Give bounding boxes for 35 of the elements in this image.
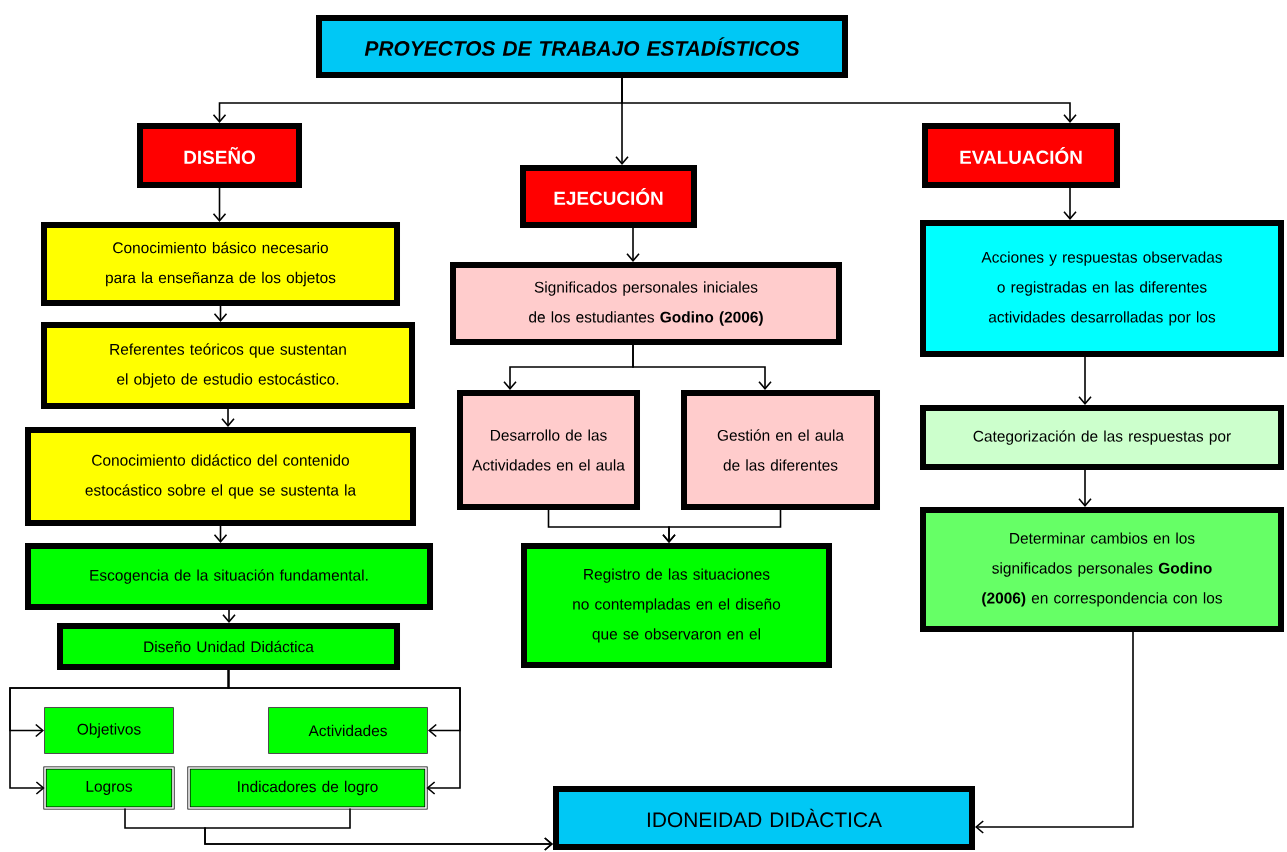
process-box: Referentes teóricos que sustentan el objeto de estudio estocástico. bbox=[41, 322, 415, 409]
arrow bbox=[213, 305, 228, 322]
arrow bbox=[204, 807, 553, 851]
arrow bbox=[1078, 356, 1092, 405]
process-box: Categorización de las respuestas por bbox=[920, 405, 1284, 470]
process-box: Acciones y respuestas observadas o registradas en las diferentes actividades desarrolladas por los bbox=[920, 220, 1284, 357]
arrow bbox=[975, 631, 1134, 834]
process-box: Actividades bbox=[268, 707, 428, 754]
process-box: Diseño Unidad Didáctica bbox=[57, 623, 400, 670]
arrow bbox=[1063, 187, 1077, 220]
process-box: Desarrollo de las Actividades en el aula bbox=[457, 390, 640, 510]
process-box: Determinar cambios en los significados personales Godino (2006) en correspondencia con los bbox=[920, 507, 1284, 632]
arrow bbox=[1078, 469, 1092, 507]
process-box: Logros bbox=[43, 766, 175, 810]
process-box: Gestión en el aula de las diferentes bbox=[681, 390, 880, 510]
process-box: Registro de las situaciones no contempladas en el diseño que se observaron en el bbox=[521, 543, 832, 668]
arrow bbox=[621, 77, 1077, 123]
process-box: Escogencia de la situación fundamental. bbox=[25, 543, 433, 610]
process-box: Significados personales iniciales de los estudiantes Godino (2006) bbox=[450, 262, 842, 345]
arrow bbox=[632, 344, 772, 390]
heading-box: EJECUCIÓN bbox=[520, 165, 697, 228]
process-box: Objetivos bbox=[44, 707, 174, 754]
process-box: Conocimiento básico necesario para la enseñanza de los objetos bbox=[41, 222, 400, 306]
arrow bbox=[212, 187, 227, 222]
process-box: Indicadores de logro bbox=[187, 766, 428, 810]
heading-box: DISEÑO bbox=[137, 123, 302, 188]
arrow bbox=[227, 669, 461, 795]
title-box: PROYECTOS DE TRABAJO ESTADÍSTICOS bbox=[316, 15, 848, 78]
arrow bbox=[221, 408, 235, 427]
process-box: Conocimiento didáctico del contenido estocástico sobre el que se sustenta la bbox=[25, 427, 416, 526]
arrow bbox=[626, 227, 640, 262]
arrow bbox=[662, 509, 782, 543]
heading-box: EVALUACIÓN bbox=[922, 123, 1120, 188]
arrow bbox=[213, 525, 228, 543]
result-box: IDONEIDAD DIDÀCTICA bbox=[553, 786, 975, 850]
